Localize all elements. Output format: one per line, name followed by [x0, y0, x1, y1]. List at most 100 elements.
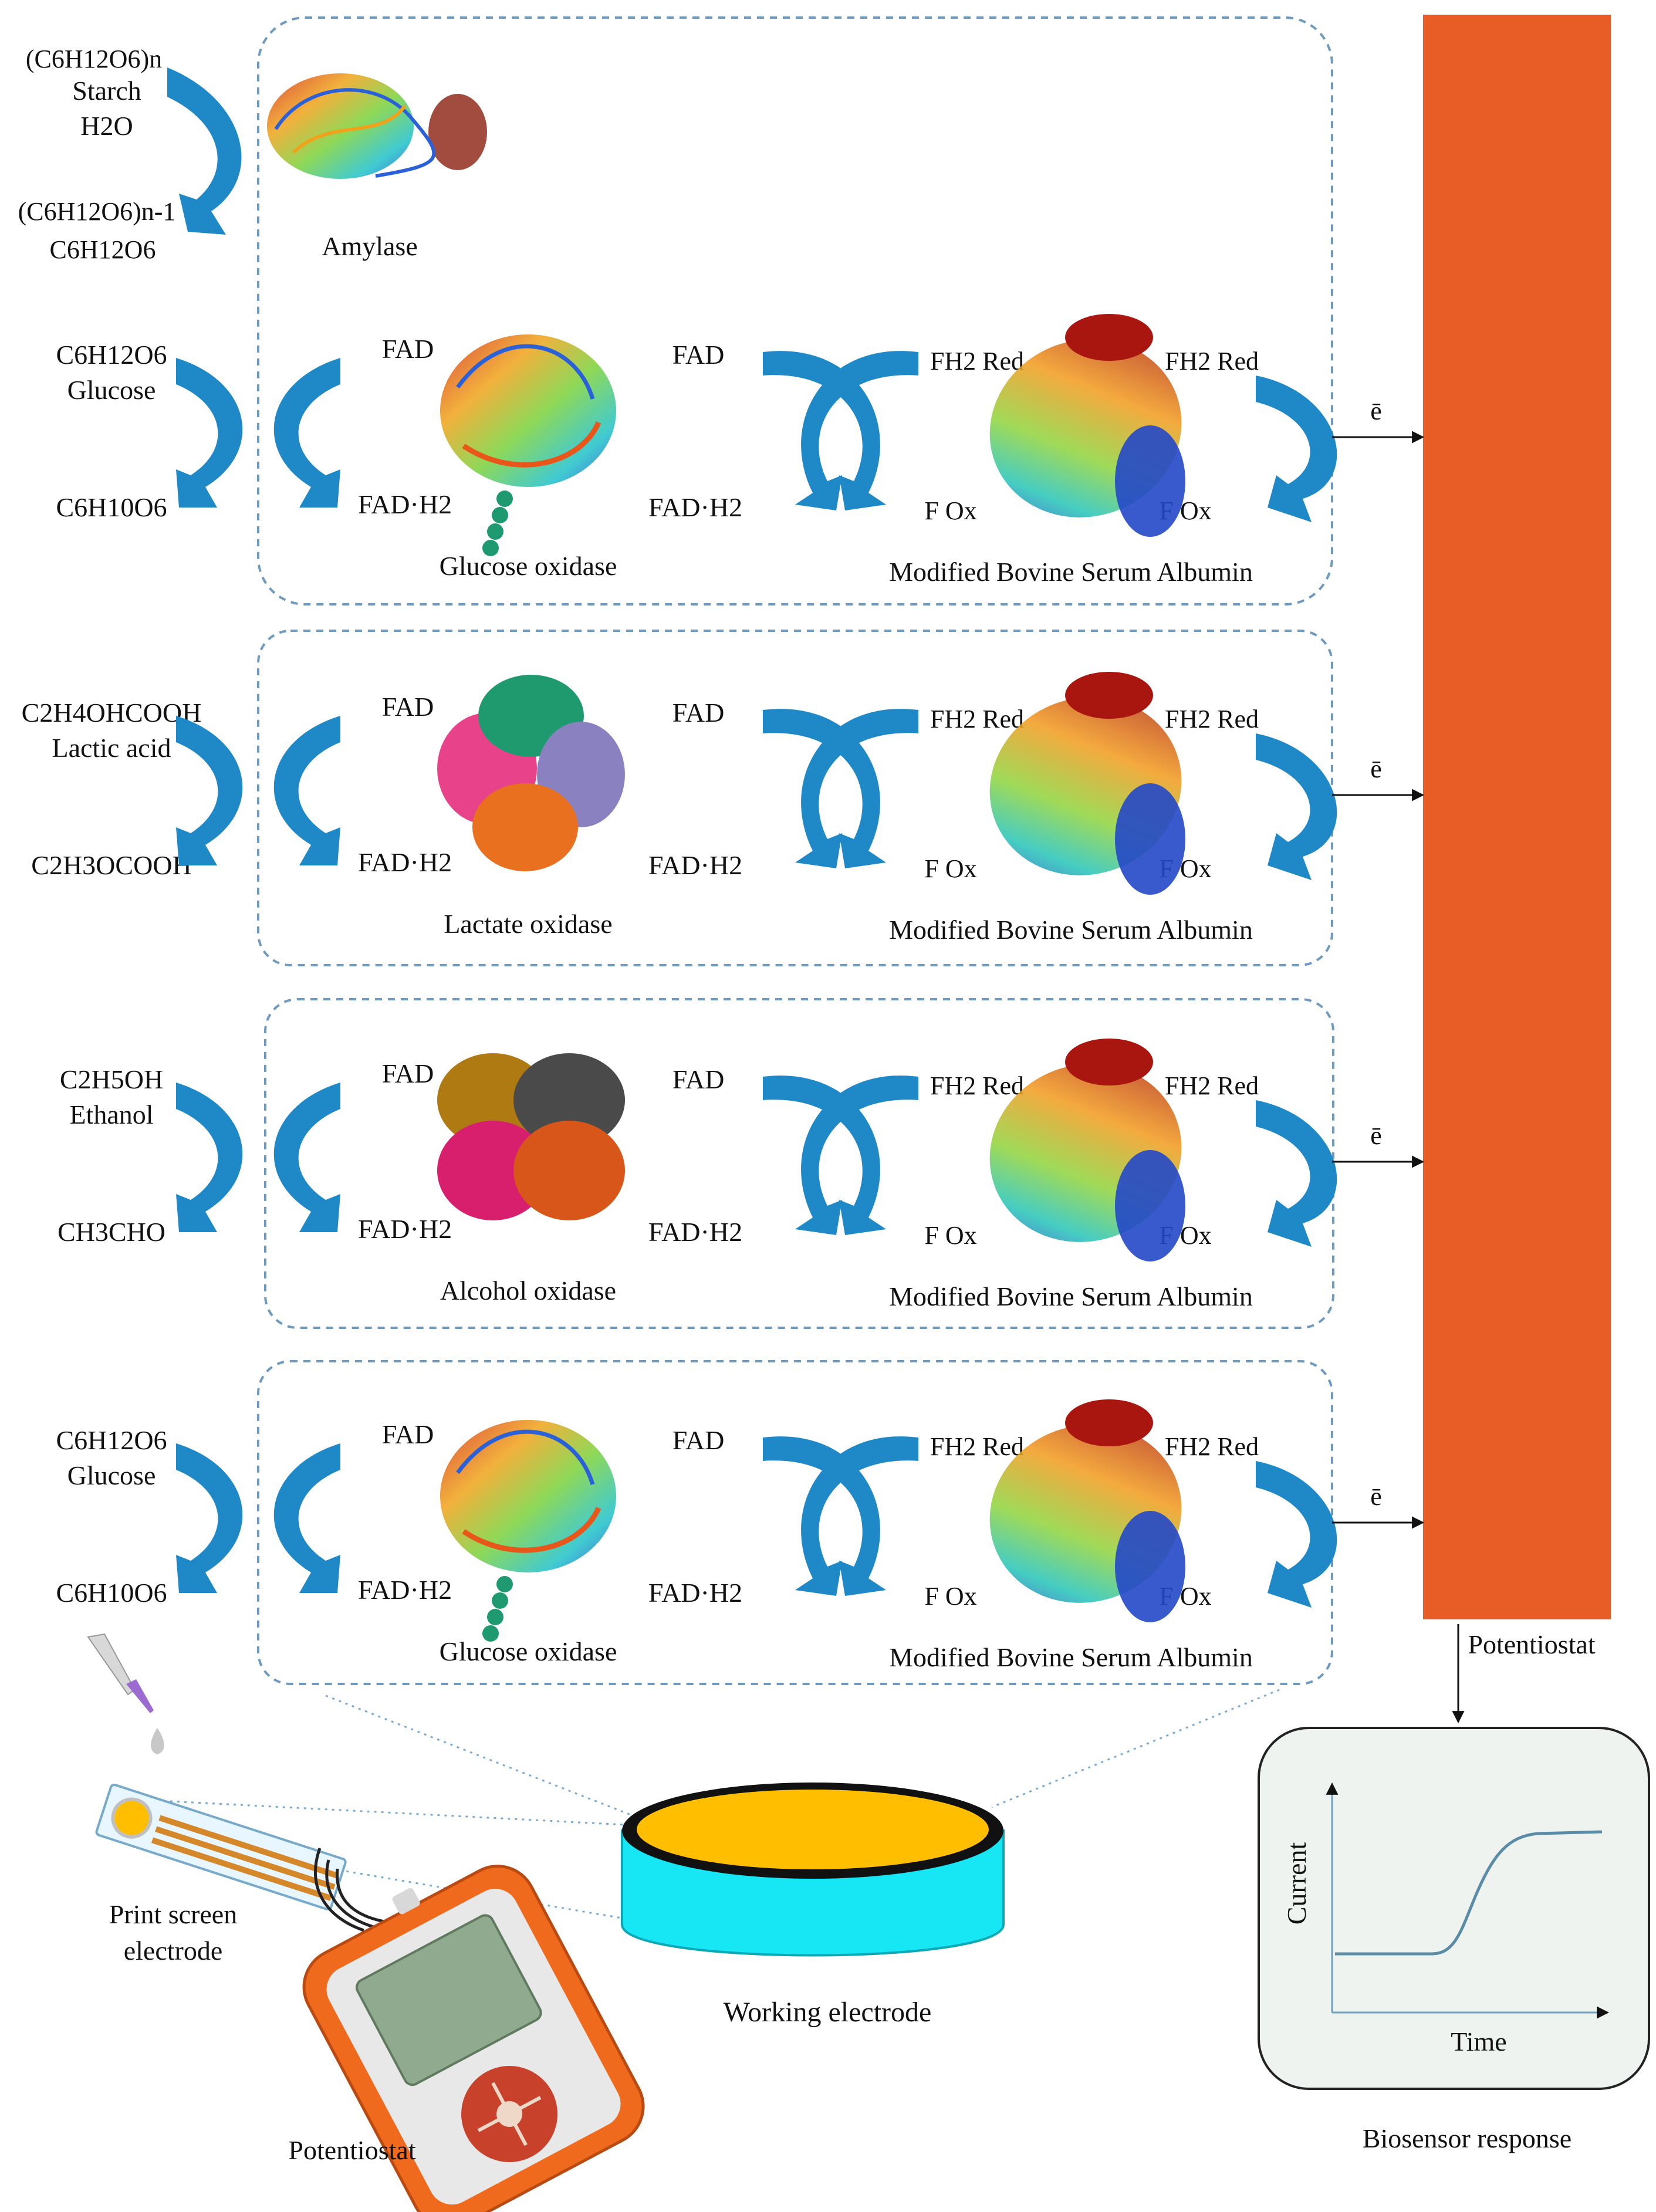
- fadh2-label-left: FAD·H2: [358, 1214, 452, 1244]
- biosensor-response-title: Biosensor response: [1363, 2123, 1571, 2153]
- working-electrode-image: [621, 1783, 1005, 1957]
- response-xlabel: Time: [1451, 2027, 1506, 2057]
- electron-transfer-curved-arrow: [1256, 733, 1337, 880]
- fh2-red-label-right: FH2 Red: [1165, 347, 1259, 376]
- glucose-oxidase-strand: [462, 421, 601, 468]
- projection-line-right: [991, 1689, 1280, 1808]
- fad-curved-arrow: [273, 358, 340, 508]
- f-ox-label-left: F Ox: [924, 1221, 976, 1250]
- bsa-helix-top: [1065, 1399, 1153, 1446]
- fadh2-label-right: FAD·H2: [648, 1578, 742, 1608]
- substrate-formula: C6H12O6: [56, 340, 167, 370]
- mediator-curved-arrow-in: [763, 1075, 886, 1235]
- potentiostat-bar-label: Potentiostat: [1468, 1629, 1595, 1659]
- enzyme-protein-image: [440, 1420, 616, 1642]
- projection-line-left: [325, 1694, 634, 1817]
- electron-label: ē: [1370, 1121, 1382, 1150]
- amylase-substrate-2: Starch: [72, 76, 141, 106]
- print-electrode-label-2: electrode: [124, 1936, 223, 1966]
- fh2-red-label-left: FH2 Red: [930, 347, 1024, 376]
- enzyme-protein-image: [437, 1053, 625, 1220]
- fadh2-label-right: FAD·H2: [648, 1217, 742, 1247]
- substrate-curved-arrow: [176, 1443, 243, 1593]
- substrate-name: Glucose: [67, 1460, 156, 1490]
- projection-line-strip-bottom: [193, 1844, 626, 1920]
- fadh2-label-left: FAD·H2: [358, 847, 452, 877]
- amylase-product-1: (C6H12O6)n-1: [18, 197, 176, 226]
- bsa-helix-bottom: [1115, 1150, 1185, 1261]
- f-ox-label-left: F Ox: [924, 1582, 976, 1611]
- substrate-formula: C2H5OH: [60, 1064, 163, 1094]
- fh2-red-label-right: FH2 Red: [1165, 1071, 1259, 1100]
- f-ox-label-left: F Ox: [924, 854, 976, 883]
- fad-label-right: FAD: [672, 698, 725, 728]
- amylase-product-2: C6H12O6: [50, 235, 156, 264]
- electron-label: ē: [1370, 1482, 1382, 1511]
- substrate-curved-arrow: [176, 716, 243, 865]
- fh2-red-label-right: FH2 Red: [1165, 1432, 1259, 1461]
- fad-curved-arrow: [273, 716, 340, 865]
- response-ylabel: Current: [1282, 1842, 1312, 1925]
- device-label: Potentiostat: [288, 2135, 415, 2165]
- response-curve: [1335, 1830, 1603, 1956]
- biosensor-response-panel: Current Time: [1258, 1727, 1650, 2090]
- bsa-helix-top: [1065, 1039, 1153, 1085]
- lactate-oxidase-subunit: [472, 783, 578, 871]
- enzyme-name-label: Glucose oxidase: [440, 1636, 617, 1666]
- fh2-red-label-left: FH2 Red: [930, 1071, 1024, 1100]
- fad-label-left: FAD: [382, 1058, 434, 1088]
- fh2-red-label-right: FH2 Red: [1165, 705, 1259, 733]
- glycan-bead: [492, 507, 508, 523]
- alcohol-oxidase-subunit: [513, 1053, 625, 1147]
- fadh2-label-right: FAD·H2: [648, 492, 742, 522]
- mediator-curved-arrow-in: [763, 351, 886, 510]
- bsa-helix-bottom: [1115, 783, 1185, 895]
- substrate-curved-arrow: [176, 1083, 243, 1232]
- fad-label-left: FAD: [382, 692, 434, 722]
- fh2-red-label-left: FH2 Red: [930, 705, 1024, 733]
- potentiostat-bar: [1423, 15, 1611, 1619]
- amylase-curved-arrow: [167, 67, 242, 235]
- glycan-bead: [496, 1576, 513, 1592]
- product-formula: C2H3OCOOH: [31, 850, 191, 880]
- bsa-helix-bottom: [1115, 425, 1185, 537]
- electron-label: ē: [1370, 755, 1382, 783]
- mediator-name-label: Modified Bovine Serum Albumin: [889, 915, 1253, 945]
- fadh2-label-left: FAD·H2: [358, 1575, 452, 1605]
- amylase-substrate-3: H2O: [80, 111, 133, 141]
- mediator-name-label: Modified Bovine Serum Albumin: [889, 557, 1253, 587]
- mediator-curved-arrow-out: [795, 1075, 918, 1235]
- enzyme-name-label: Alcohol oxidase: [440, 1276, 616, 1305]
- projection-line-strip-top: [170, 1800, 626, 1826]
- amylase-enzyme-label: Amylase: [322, 231, 418, 261]
- mediator-curved-arrow-in: [763, 709, 886, 868]
- fh2-red-label-left: FH2 Red: [930, 1432, 1024, 1461]
- product-formula: CH3CHO: [58, 1217, 165, 1247]
- electron-transfer-curved-arrow: [1256, 376, 1337, 522]
- print-screen-electrode-image: [95, 1783, 347, 1911]
- amylase-protein-image: [267, 73, 487, 179]
- alcohol-oxidase-subunit: [437, 1053, 549, 1147]
- substrate-curved-arrow: [176, 358, 243, 508]
- enzyme-name-label: Lactate oxidase: [444, 909, 612, 939]
- glucose-oxidase-body: [440, 334, 616, 487]
- electron-transfer-curved-arrow: [1256, 1100, 1337, 1247]
- f-ox-label-left: F Ox: [924, 496, 976, 525]
- fad-label-left: FAD: [382, 334, 434, 364]
- handheld-potentiostat-image: [302, 1865, 645, 2212]
- glycan-bead: [487, 1609, 503, 1625]
- bsa-protein-image: [989, 1039, 1185, 1261]
- glucose-oxidase-strand: [456, 344, 595, 400]
- amylase-substrate-1: (C6H12O6)n: [26, 45, 162, 73]
- fad-curved-arrow: [273, 1083, 340, 1232]
- product-formula: C6H10O6: [56, 1578, 167, 1608]
- substrate-formula: C6H12O6: [56, 1425, 167, 1455]
- substrate-formula: C2H4OHCOOH: [22, 698, 202, 728]
- bsa-helix-top: [1065, 314, 1153, 361]
- enzyme-protein-image: [440, 334, 616, 556]
- alcohol-oxidase-subunit: [513, 1121, 625, 1220]
